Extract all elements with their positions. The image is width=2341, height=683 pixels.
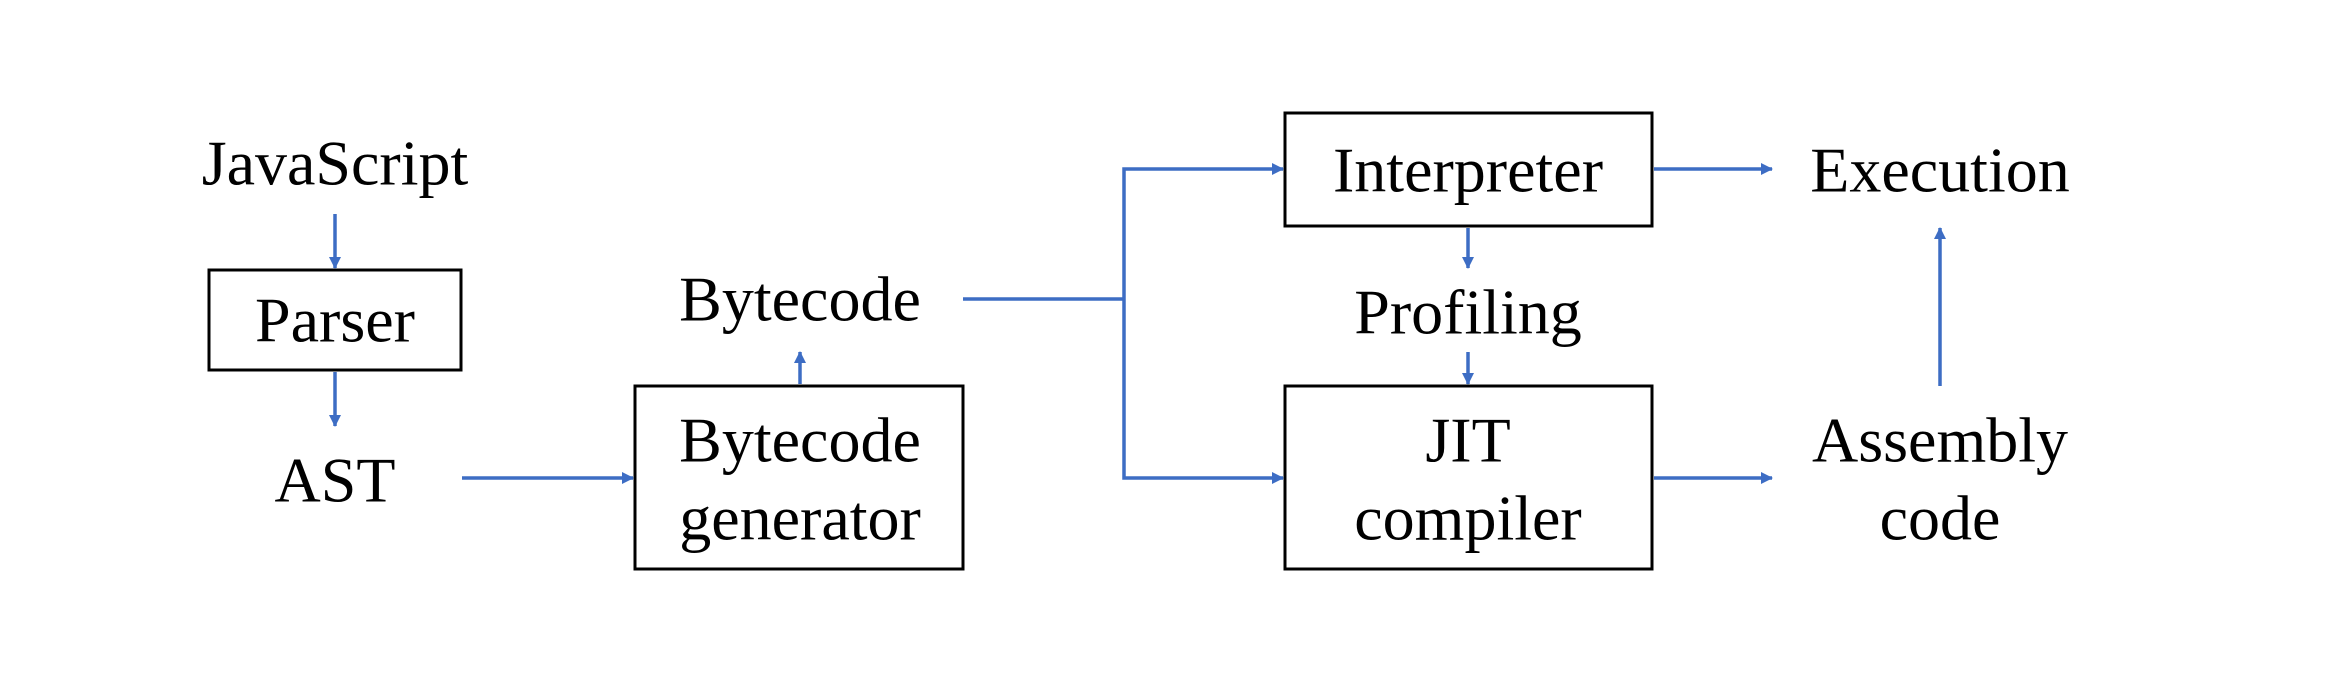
interpreter-box (1283, 111, 1654, 228)
javascript-label: JavaScript (202, 128, 469, 199)
bytecode-generator-box (633, 384, 965, 571)
assembly-code-label-line2: code (1880, 483, 2001, 554)
jit-compiler-label-line2: compiler (1354, 483, 1581, 554)
jit-compiler-box (1283, 384, 1654, 571)
edge-bytecode-to-interpreter (1122, 163, 1284, 299)
ast-label: AST (275, 445, 396, 516)
jit-compiler-label-line1: JIT (1425, 405, 1510, 476)
bytecode-generator-label-line2: generator (679, 483, 921, 554)
bytecode-generator-label-line1: Bytecode (679, 405, 921, 476)
parser-label: Parser (255, 285, 415, 356)
profiling-label: Profiling (1354, 277, 1582, 348)
bytecode-label: Bytecode (679, 264, 921, 335)
edge-bytecode-to-jit-compiler (1122, 299, 1284, 484)
execution-label: Execution (1810, 135, 2069, 206)
parser-box (207, 268, 463, 372)
assembly-code-label-line1: Assembly (1812, 405, 2068, 476)
interpreter-label: Interpreter (1333, 135, 1603, 206)
